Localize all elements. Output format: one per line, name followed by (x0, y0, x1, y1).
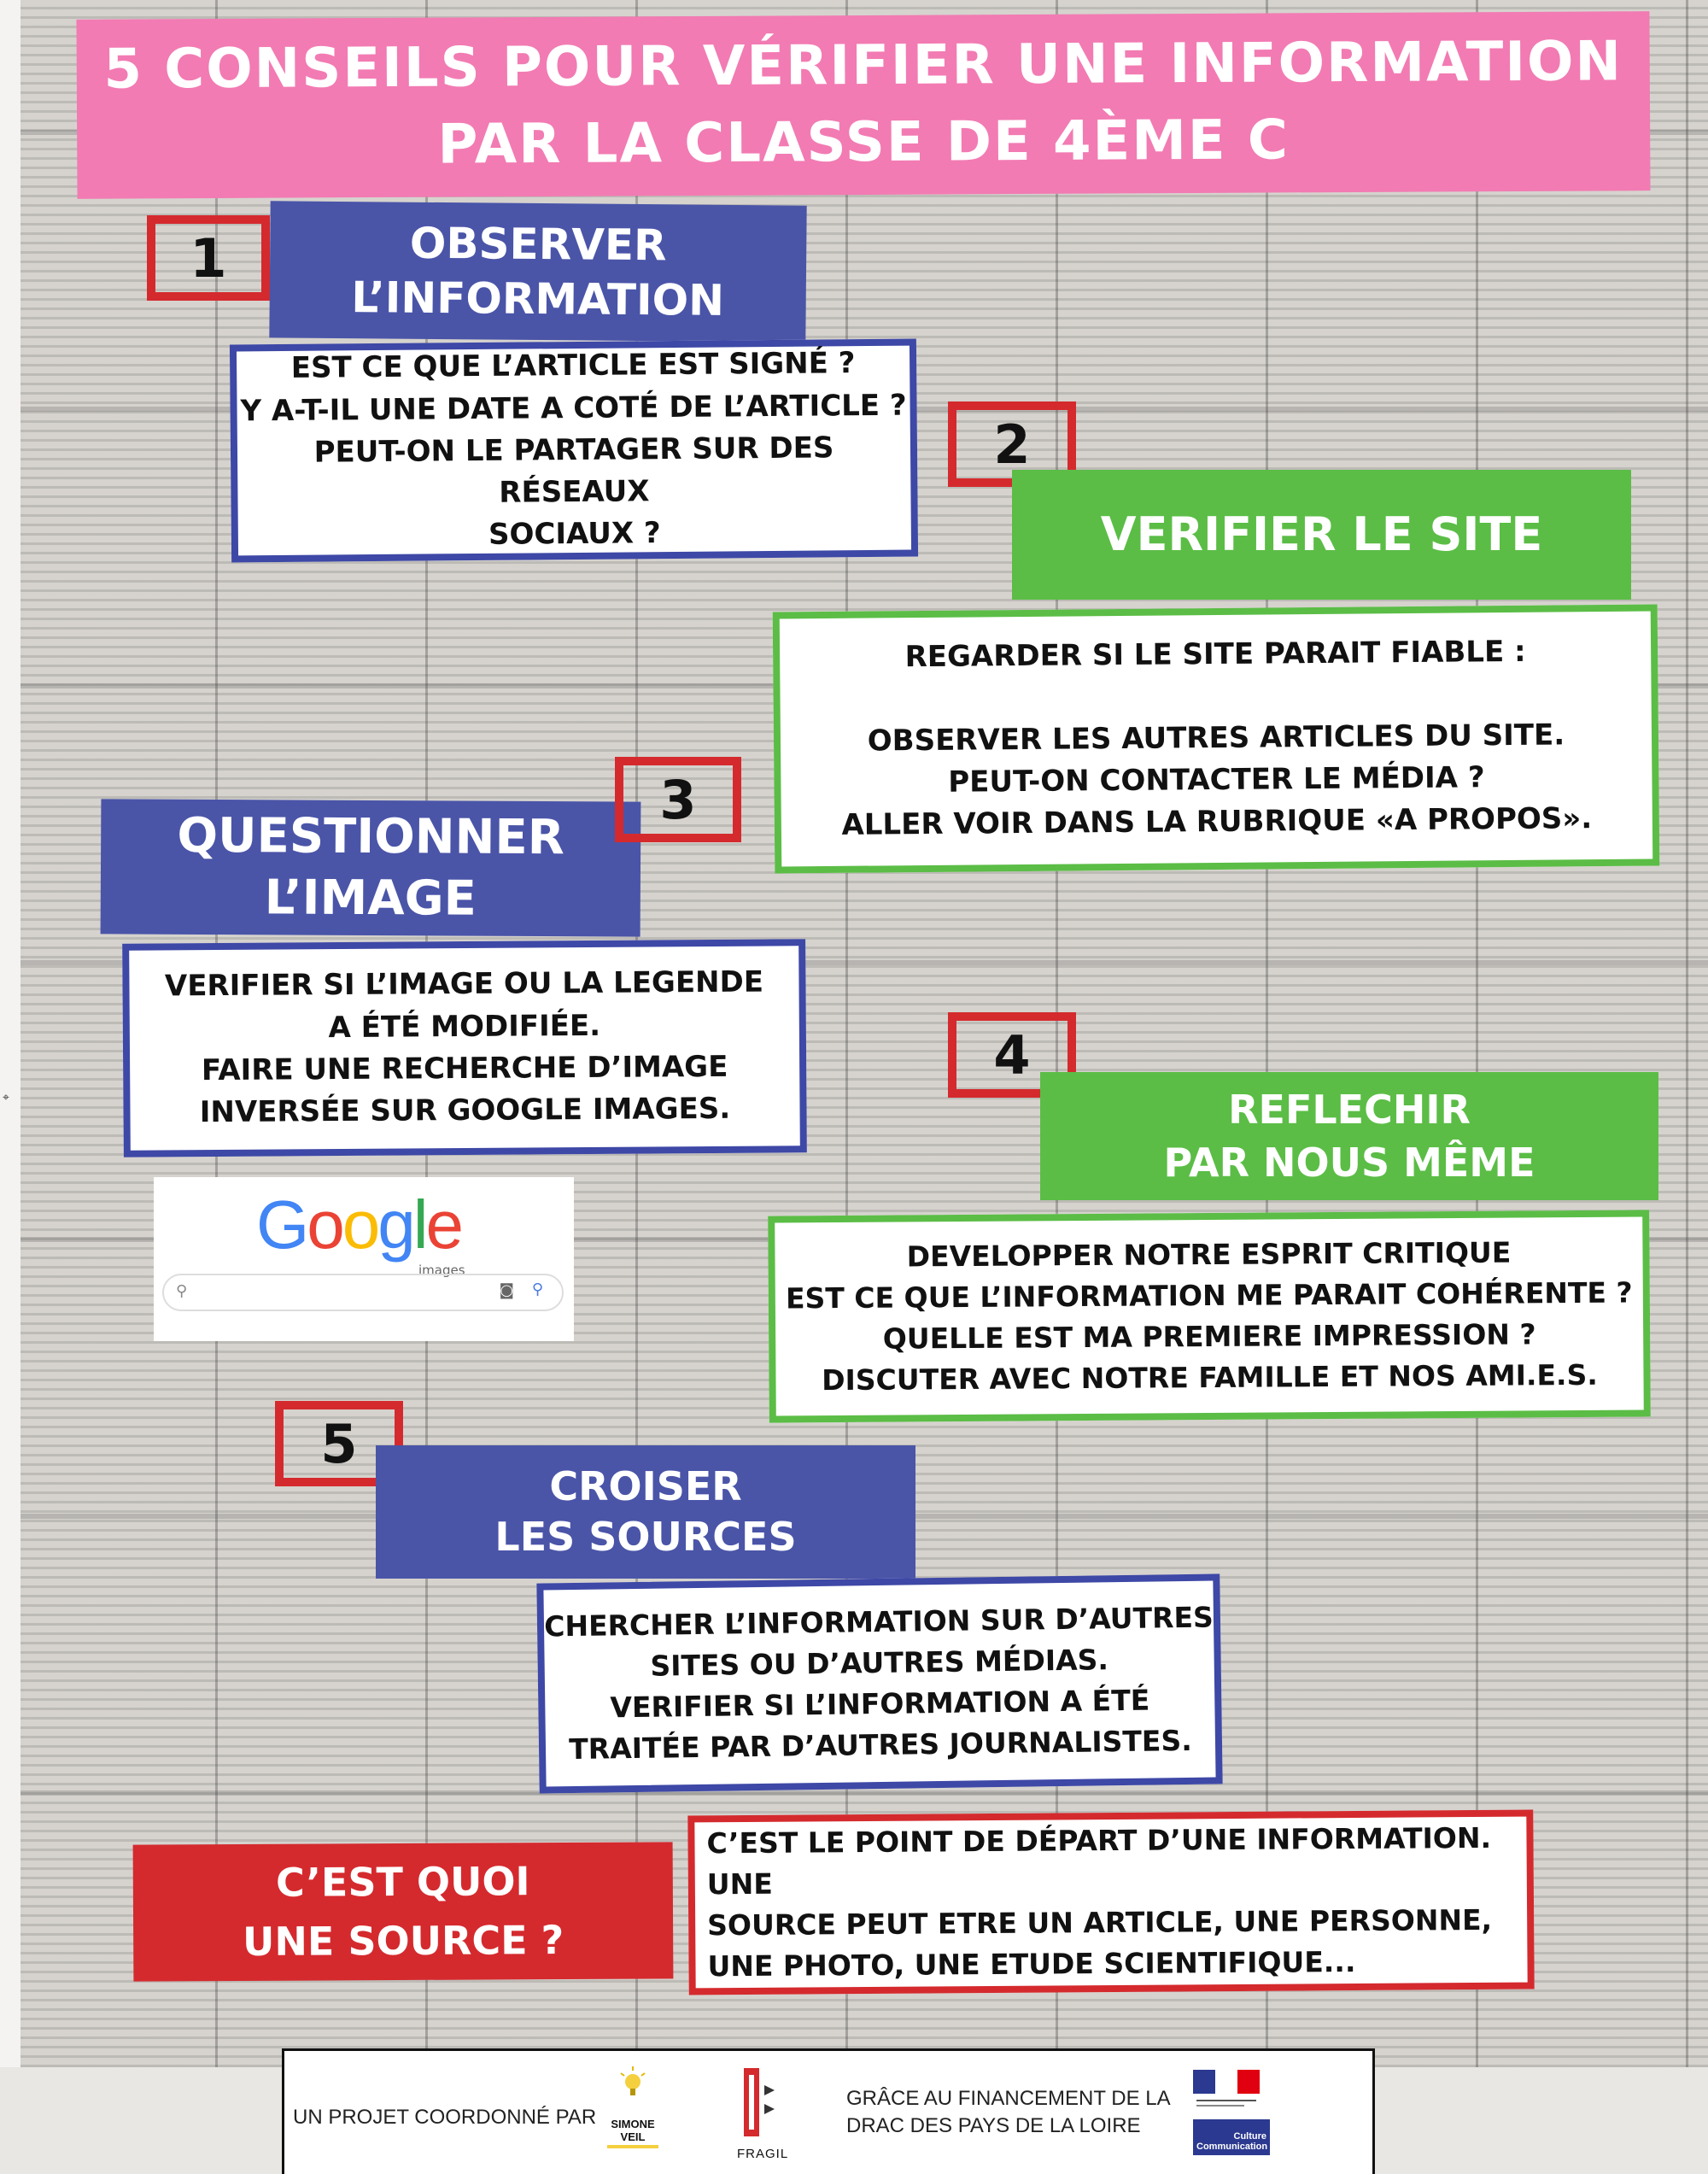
step-3-heading-line-2: L’IMAGE (264, 870, 477, 927)
step-5-body-line-4: TRAITÉE PAR D’AUTRES JOURNALISTES. (568, 1723, 1192, 1766)
ministry-logo: Culture Communication (1193, 2070, 1270, 2162)
step-1-heading-line-1: OBSERVER (409, 218, 667, 271)
google-logo: Google (256, 1186, 464, 1264)
google-logo-letter: o (307, 1187, 344, 1263)
step-2-body-line-1: REGARDER SI LE SITE PARAIT FIABLE : (904, 635, 1526, 675)
step-5-number: 5 (275, 1401, 403, 1486)
step-2-heading-line-1: VERIFIER LE SITE (1100, 507, 1543, 561)
step-1-body-line-4: SOCIAUX ? (488, 516, 661, 553)
step-2-body-line-2: OBSERVER LES AUTRES ARTICLES DU SITE. (867, 718, 1565, 759)
title-banner: 5 CONSEILS POUR VÉRIFIER UNE INFORMATION… (76, 11, 1651, 199)
step-3-heading: QUESTIONNER L’IMAGE (100, 799, 641, 937)
fragil-logo-mark (744, 2068, 775, 2136)
step-3-body-line-1: VERIFIER SI L’IMAGE OU LA LEGENDE (164, 964, 764, 1004)
source-body: C’EST LE POINT DE DÉPART D’UNE INFORMATI… (687, 1809, 1535, 1995)
step-4-body-line-1: DEVELOPPER NOTRE ESPRIT CRITIQUE (906, 1235, 1512, 1274)
source-heading-line-2: UNE SOURCE ? (242, 1917, 564, 1965)
camera-icon: ◙ (499, 1281, 514, 1299)
footer-funding-line-2: DRAC DES PAYS DE LA LOIRE (846, 2114, 1141, 2138)
footer-funding-line-1: GRÂCE AU FINANCEMENT DE LA (846, 2087, 1171, 2110)
step-4-body-line-4: DISCUTER AVEC NOTRE FAMILLE ET NOS AMI.E… (822, 1357, 1598, 1398)
step-4-heading: REFLECHIR PAR NOUS MÊME (1040, 1072, 1658, 1200)
title-line-2: PAR LA CLASSE DE 4ÈME C (437, 108, 1290, 177)
lightbulb-icon (620, 2066, 646, 2095)
step-1-heading-line-2: L’INFORMATION (351, 272, 725, 325)
footer: UN PROJET COORDONNÉ PAR SIMONE VEIL FRAG… (282, 2048, 1375, 2174)
source-heading-line-1: C’EST QUOI (275, 1858, 530, 1906)
title-line-1: 5 CONSEILS POUR VÉRIFIER UNE INFORMATION (103, 30, 1623, 103)
step-1-body-line-3: PEUT-ON LE PARTAGER SUR DES RÉSEAUX (313, 431, 834, 510)
footer-coordinated-by: UN PROJET COORDONNÉ PAR (293, 2106, 597, 2129)
fragil-logo: FRAGIL (737, 2066, 788, 2165)
step-2-body-line-3: PEUT-ON CONTACTER LE MÉDIA ? (948, 760, 1485, 800)
school-logo-text: SIMONE VEIL (611, 2118, 655, 2143)
search-icon: ⚲ (176, 1282, 188, 1300)
step-2-body-line-4: ALLER VOIR DANS LA RUBRIQUE «A PROPOS». (841, 801, 1593, 843)
step-4-heading-line-1: REFLECHIR (1228, 1086, 1471, 1133)
source-body-line-1: C’EST LE POINT DE DÉPART D’UNE INFORMATI… (706, 1821, 1492, 1902)
step-5-heading: CROISER LES SOURCES (376, 1445, 915, 1579)
step-4-body-line-2: EST CE QUE L’INFORMATION ME PARAIT COHÉR… (785, 1275, 1633, 1316)
source-body-line-3: UNE PHOTO, UNE ETUDE SCIENTIFIQUE... (707, 1944, 1356, 1984)
google-logo-letter: o (342, 1187, 380, 1263)
school-logo: SIMONE VEIL (599, 2063, 667, 2148)
step-5-body: CHERCHER L’INFORMATION SUR D’AUTRES SITE… (536, 1573, 1223, 1794)
step-3-body-line-2: A ÉTÉ MODIFIÉE. (328, 1008, 601, 1045)
source-heading: C’EST QUOI UNE SOURCE ? (132, 1842, 674, 1982)
step-3-body-line-3: FAIRE UNE RECHERCHE D’IMAGE (201, 1049, 728, 1088)
source-body-line-2: SOURCE PEUT ETRE UN ARTICLE, UNE PERSONN… (707, 1902, 1493, 1943)
step-2-heading: VERIFIER LE SITE (1012, 470, 1631, 600)
step-5-heading-line-1: CROISER (549, 1463, 742, 1510)
step-3-heading-line-1: QUESTIONNER (177, 808, 565, 866)
step-4-heading-line-2: PAR NOUS MÊME (1163, 1140, 1535, 1186)
step-1-heading: OBSERVER L’INFORMATION (269, 201, 807, 343)
fragil-logo-text: FRAGIL (737, 2147, 789, 2161)
google-logo-letter: G (256, 1187, 309, 1263)
step-3-body: VERIFIER SI L’IMAGE OU LA LEGENDE A ÉTÉ … (122, 939, 807, 1157)
republique-francaise-icon (1193, 2070, 1260, 2107)
step-1-body-line-1: EST CE QUE L’ARTICLE EST SIGNÉ ? (290, 346, 856, 386)
school-logo-underline (607, 2145, 658, 2148)
step-1-body-line-2: Y A-T-IL UNE DATE A COTÉ DE L’ARTICLE ? (240, 388, 907, 428)
google-images-widget: Google images ⚲ ◙ ⚲ (154, 1177, 574, 1341)
step-5-heading-line-2: LES SOURCES (494, 1514, 797, 1560)
footer-funding: GRÂCE AU FINANCEMENT DE LA DRAC DES PAYS… (846, 2085, 1171, 2141)
step-5-body-line-2: SITES OU D’AUTRES MÉDIAS. (650, 1643, 1109, 1683)
step-3-number: 3 (615, 757, 741, 842)
crosshair-icon: ⌖ (3, 1091, 9, 1105)
google-logo-letter: e (425, 1187, 464, 1263)
ministry-label: Culture Communication (1193, 2119, 1270, 2155)
google-logo-letter: g (377, 1187, 415, 1263)
step-4-number: 4 (948, 1012, 1076, 1098)
search-submit-icon: ⚲ (531, 1280, 543, 1298)
step-2-body: REGARDER SI LE SITE PARAIT FIABLE : OBSE… (772, 604, 1660, 874)
step-1-body: EST CE QUE L’ARTICLE EST SIGNÉ ? Y A-T-I… (229, 338, 919, 563)
step-4-body-line-3: QUELLE EST MA PREMIERE IMPRESSION ? (882, 1317, 1536, 1356)
step-5-body-line-1: CHERCHER L’INFORMATION SUR D’AUTRES (543, 1600, 1214, 1644)
google-search-box: ⚲ ◙ ⚲ (162, 1274, 564, 1311)
google-logo-letter: l (412, 1187, 429, 1263)
step-1-number: 1 (147, 215, 270, 301)
step-4-body: DEVELOPPER NOTRE ESPRIT CRITIQUE EST CE … (768, 1210, 1651, 1423)
step-3-body-line-4: INVERSÉE SUR GOOGLE IMAGES. (199, 1092, 731, 1130)
page-margin (0, 0, 20, 2174)
